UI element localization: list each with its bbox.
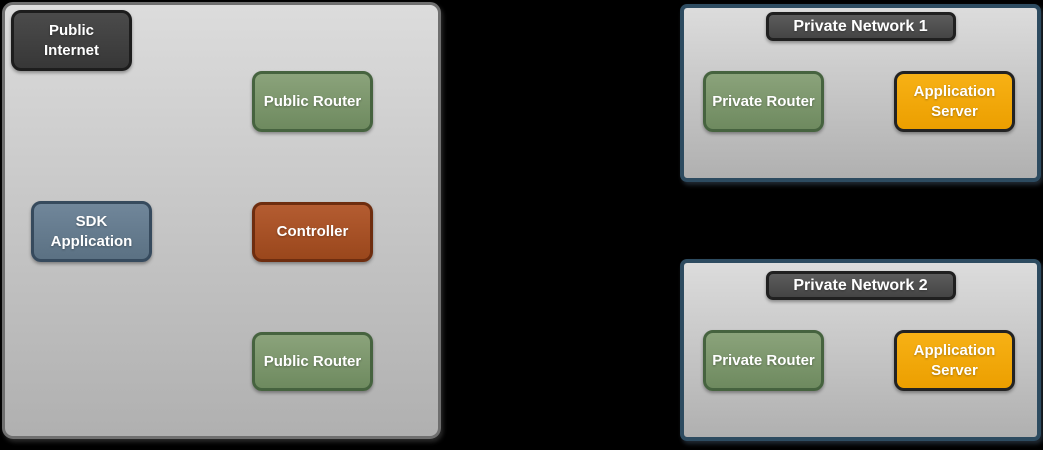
node-application-server-1: Application Server [894,71,1015,132]
private-network-2-panel: Private Network 2 Private Router Applica… [680,259,1041,441]
private-network-1-panel: Private Network 1 Private Router Applica… [680,4,1041,182]
node-sdk-application: SDK Application [31,201,152,262]
node-application-server-2: Application Server [894,330,1015,391]
private-network-2-title: Private Network 2 [765,271,956,300]
private-network-1-title: Private Network 1 [765,12,956,41]
node-public-router-top: Public Router [252,71,373,132]
public-cloud-panel: Public Internet Public Router SDK Applic… [2,2,441,439]
node-public-router-bottom: Public Router [252,332,373,391]
node-private-router-2: Private Router [703,330,824,391]
node-controller: Controller [252,202,373,262]
node-public-internet: Public Internet [11,10,132,71]
node-private-router-1: Private Router [703,71,824,132]
